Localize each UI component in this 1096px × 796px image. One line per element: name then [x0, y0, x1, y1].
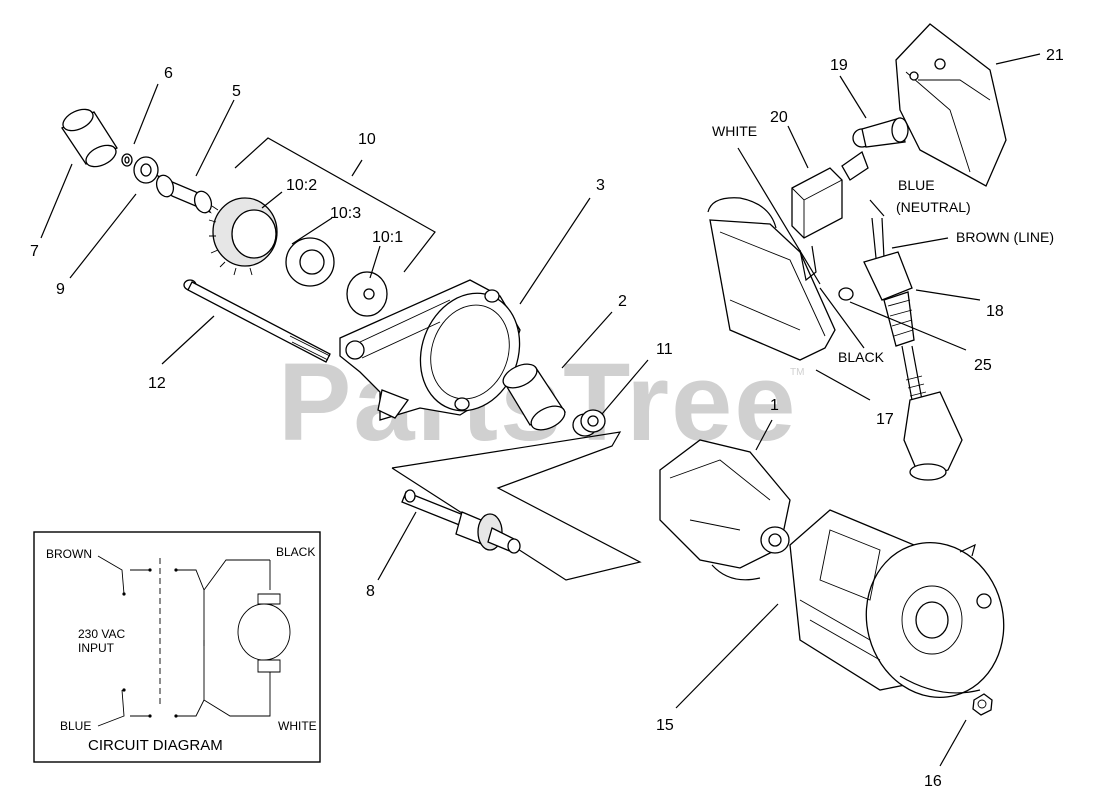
callout-18: 19	[830, 57, 848, 74]
part-6-bushing[interactable]	[60, 105, 120, 171]
part-20-switch-box[interactable]	[707, 197, 836, 361]
circuit-diagram: BROWN BLACK 230 VAC INPUT BLUE WHITE CIR…	[33, 531, 321, 763]
label-neutral: (NEUTRAL)	[896, 199, 971, 215]
callout-2: 2	[618, 293, 627, 310]
watermark-tm: TM	[790, 367, 804, 378]
part-25-terminal[interactable]	[838, 287, 854, 301]
part-3-housing[interactable]	[339, 279, 536, 425]
part-15-nut[interactable]	[972, 693, 993, 716]
callout-1: 1	[770, 397, 779, 414]
callout-12: 15	[656, 717, 674, 734]
callout-15: 16	[924, 773, 942, 790]
callout-7: 6	[164, 65, 173, 82]
part-10-1-disc[interactable]	[346, 271, 388, 317]
part-7-ring[interactable]	[121, 153, 133, 167]
part-10-2-gear[interactable]	[208, 197, 278, 276]
part-18-ferrule[interactable]	[852, 117, 909, 148]
part-17-power-cord[interactable]	[863, 217, 963, 481]
callout-8: 9	[56, 281, 65, 298]
label-blue: BLUE	[898, 177, 935, 193]
label-white: WHITE	[712, 123, 757, 139]
part-8-washer[interactable]	[133, 156, 159, 184]
part-10-bracket	[234, 137, 436, 273]
callout-6: 7	[30, 243, 39, 260]
circuit-input-line1: 230 VAC	[78, 627, 125, 641]
part-11-bearing[interactable]	[572, 409, 606, 437]
leader-lines	[40, 53, 1041, 767]
callout-9: 8	[366, 583, 375, 600]
part-12-motor[interactable]	[789, 509, 1021, 713]
callout-3: 3	[596, 177, 605, 194]
callout-10: 10	[358, 131, 376, 148]
label-black: BLACK	[838, 349, 885, 365]
circuit-label-brown: BROWN	[46, 547, 92, 561]
part-21-cover[interactable]	[895, 23, 1007, 187]
callout-19: 20	[770, 109, 788, 126]
circuit-title: CIRCUIT DIAGRAM	[88, 737, 223, 754]
callout-17: 18	[986, 303, 1004, 320]
circuit-label-white: WHITE	[278, 719, 317, 733]
circuit-label-blue: BLUE	[60, 719, 91, 733]
part-16-bolt[interactable]	[183, 279, 331, 363]
callout-16: 12	[148, 375, 166, 392]
callout-21: 21	[1046, 47, 1064, 64]
callout-20: 17	[876, 411, 894, 428]
callout-25: 25	[974, 357, 992, 374]
part-5-pin[interactable]	[154, 173, 215, 215]
part-2-sleeve[interactable]	[499, 359, 568, 434]
callout-10-3: 10:3	[330, 205, 361, 222]
part-9-shaft[interactable]	[391, 431, 642, 581]
wire-labels: WHITE BLUE (NEUTRAL) BROWN (LINE) BLACK	[712, 123, 1054, 365]
callout-11: 11	[656, 341, 673, 358]
callout-10-1: 10:1	[372, 229, 403, 246]
callout-5: 5	[232, 83, 241, 100]
part-10-3-washer[interactable]	[285, 237, 335, 287]
part-19-connector[interactable]	[791, 150, 869, 239]
callout-10-2: 10:2	[286, 177, 317, 194]
circuit-label-black: BLACK	[276, 545, 315, 559]
circuit-input-line2: INPUT	[78, 641, 115, 655]
callouts: 6 5 10 10:2 10:3 10:1 7 9 12 3 2 11 8 1 …	[30, 47, 1064, 790]
label-brown-line: BROWN (LINE)	[956, 229, 1054, 245]
part-1-motor-cap[interactable]	[659, 439, 791, 581]
